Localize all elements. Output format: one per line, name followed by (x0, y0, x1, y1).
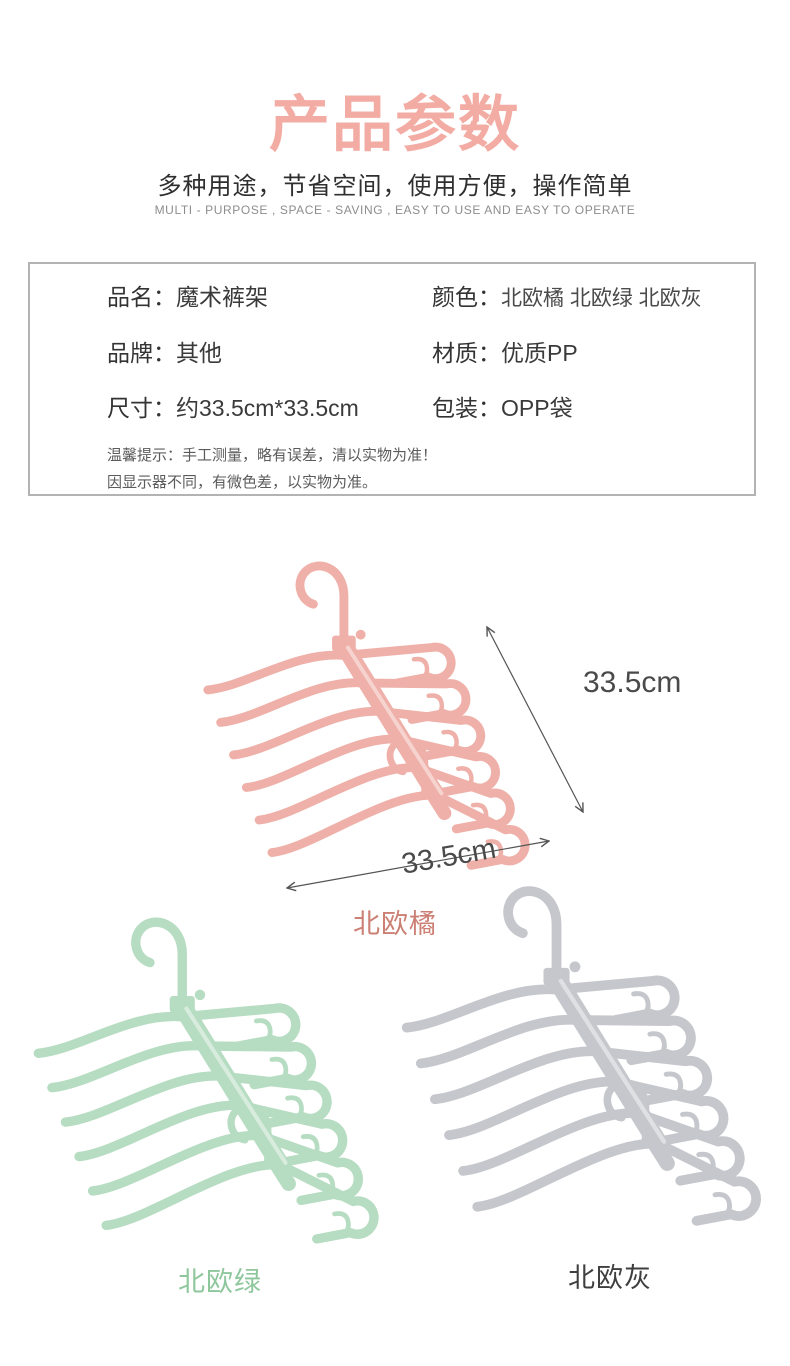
hanger-green-drawing (30, 900, 395, 1265)
spec-size: 尺寸：约33.5cm*33.5cm (107, 395, 359, 421)
page-title: 产品参数 (268, 90, 521, 158)
height-dimension-label: 33.5cm (583, 666, 682, 699)
tip-line-1: 温馨提示：手工测量，略有误差，清以实物为准！ (107, 447, 438, 464)
spec-product-name: 品名：魔术裤架 (107, 284, 268, 310)
width-dimension-line (287, 841, 549, 888)
label-nordic-orange: 北欧橘 (353, 909, 437, 939)
hanger-image-green (30, 900, 395, 1265)
spec-tips: 温馨提示：手工测量，略有误差，清以实物为准！ 因显示器不同，有微色差，以实物为准… (107, 442, 437, 496)
spec-grid: 品名：魔术裤架 颜色：北欧橘 北欧绿 北欧灰 品牌：其他 材质：优质PP 尺寸：… (107, 285, 744, 421)
page-subtitle: 多种用途，节省空间，使用方便，操作简单 (157, 173, 633, 200)
tip-line-2: 因显示器不同，有微色差，以实物为准。 (107, 474, 378, 491)
spec-packaging: 包装：OPP袋 (432, 395, 573, 421)
height-dimension-line (487, 627, 583, 812)
hanger-image-gray (398, 868, 778, 1248)
dimension-lines (270, 605, 600, 905)
label-nordic-gray: 北欧灰 (568, 1263, 652, 1293)
spec-brand: 品牌：其他 (107, 340, 222, 366)
spec-material: 材质：优质PP (432, 340, 578, 366)
spec-color: 颜色：北欧橘 北欧绿 北欧灰 (432, 284, 702, 311)
page-subtitle-english: MULTI - PURPOSE , SPACE - SAVING , EASY … (154, 203, 636, 217)
label-nordic-green: 北欧绿 (178, 1267, 262, 1297)
hanger-gray-drawing (398, 868, 778, 1248)
spec-box: 品名：魔术裤架 颜色：北欧橘 北欧绿 北欧灰 品牌：其他 材质：优质PP 尺寸：… (28, 262, 756, 496)
